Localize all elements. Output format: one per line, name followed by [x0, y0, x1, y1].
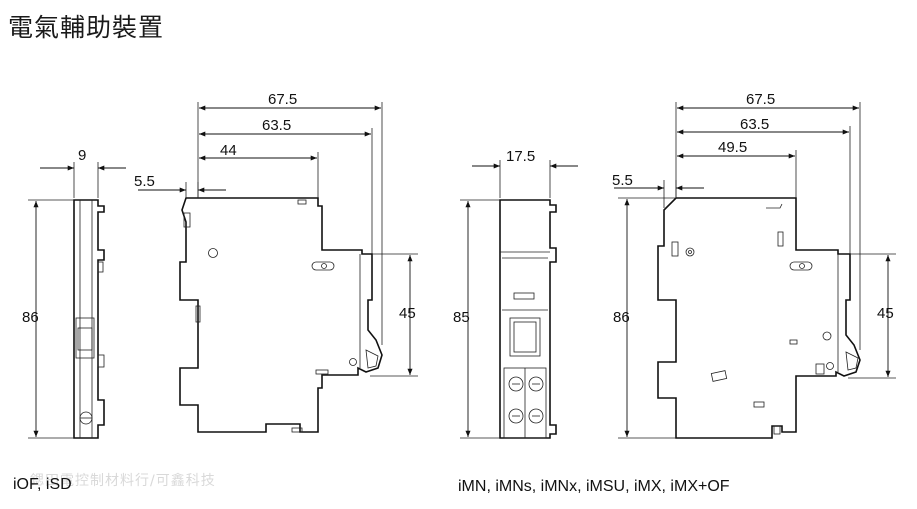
right-profile-view	[657, 197, 861, 439]
dim-height-86-right: 86	[613, 197, 676, 439]
dim-label-17-5: 17.5	[506, 148, 535, 165]
dim-rail-45-right: 45	[848, 253, 896, 379]
dim-label-85: 85	[453, 309, 470, 326]
dim-label-5-5: 5.5	[134, 173, 155, 190]
dim-top-right: 67.5 63.5 49.5	[675, 91, 861, 350]
page-title: 電氣輔助裝置	[8, 13, 165, 42]
dim-label-63-5-right: 63.5	[740, 116, 769, 133]
left-profile-view	[179, 197, 383, 433]
dim-offset-5-5-left: 5.5	[134, 173, 226, 198]
dim-label-45: 45	[399, 305, 416, 322]
right-side-view	[499, 199, 557, 439]
dim-height-86-left: 86	[22, 199, 74, 439]
dim-label-44: 44	[220, 142, 237, 159]
dim-height-85: 85	[453, 199, 500, 439]
caption-right: iMN, iMNs, iMNx, iMSU, iMX, iMX+OF	[458, 478, 730, 495]
dim-rail-45-left: 45	[370, 253, 418, 377]
left-side-view	[73, 199, 105, 439]
dim-label-67-5: 67.5	[268, 91, 297, 108]
dim-label-86-right: 86	[613, 309, 630, 326]
dim-label-9: 9	[78, 147, 86, 164]
caption-left: iOF, iSD	[13, 476, 72, 493]
dim-label-45-right: 45	[877, 305, 894, 322]
dim-label-86: 86	[22, 309, 39, 326]
dim-top-left: 67.5 63.5 44	[197, 91, 383, 345]
dim-label-49-5: 49.5	[718, 139, 747, 156]
dim-label-63-5: 63.5	[262, 117, 291, 134]
watermark: 鍶田電控制材料行/可鑫科技	[30, 473, 216, 489]
dim-width-17-5: 17.5	[472, 148, 578, 198]
dim-label-67-5-right: 67.5	[746, 91, 775, 108]
dim-label-5-5-right: 5.5	[612, 172, 633, 189]
dim-width-9: 9	[40, 147, 126, 198]
